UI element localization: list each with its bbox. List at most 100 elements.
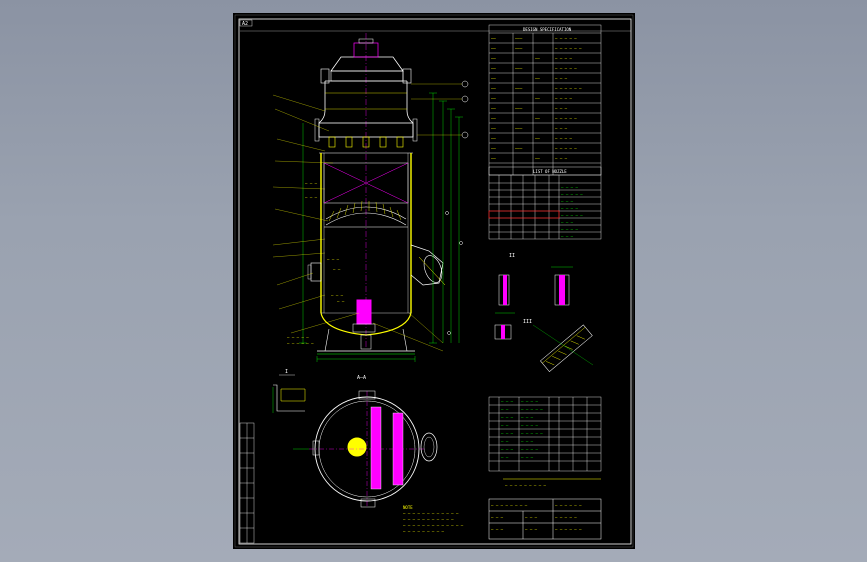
svg-text:— — — — — —: — — — — — — — [555, 503, 582, 508]
svg-text:— — —: — — — — [555, 76, 568, 81]
svg-text:— — — —: — — — — — [521, 399, 538, 404]
svg-text:— — —: — — — — [501, 447, 514, 452]
svg-text:— — —: — — — — [491, 527, 504, 532]
svg-text:——: —— — [535, 156, 540, 161]
svg-text:——: —— — [491, 86, 496, 91]
corner-tag-text: A2 — [242, 21, 248, 27]
leader-text: — — —— — — — — —— — — — —— — — — — — —— … — [287, 181, 345, 346]
detail-i-label: I — [285, 369, 288, 375]
svg-text:— —: — — — [501, 439, 509, 444]
svg-text:— — —: — — — — [555, 106, 568, 111]
svg-text:— —: — — — [501, 455, 509, 460]
svg-text:— — — —: — — — — — [561, 185, 578, 190]
cad-drawing: A2 — [234, 14, 634, 548]
svg-text:———: ——— — [515, 86, 523, 91]
svg-text:— — — — —: — — — — — — [555, 66, 577, 71]
nozzle-table — [488, 166, 602, 240]
detail-i: I — [272, 369, 306, 413]
notes-block: NOTE — — — — — — — — — — — — — — — — — —… — [403, 505, 464, 534]
svg-text:— — — —: — — — — — [555, 56, 572, 61]
detail-iii-label: III — [523, 319, 532, 325]
svg-text:— — — — — — — — — — — — —: — — — — — — — — — — — — — — [403, 523, 464, 528]
design-spec-title: DESIGN SPECIFICATION — [523, 27, 572, 32]
svg-text:——: —— — [491, 146, 496, 151]
svg-text:— — —: — — — — [555, 126, 568, 131]
svg-text:— — —: — — — — [501, 431, 514, 436]
svg-text:— — — — — —: — — — — — — — [287, 341, 314, 346]
svg-text:— — —: — — — — [525, 515, 538, 520]
svg-text:— — — — — — — —: — — — — — — — — — [491, 503, 528, 508]
svg-text:——: —— — [491, 36, 496, 41]
svg-text:— — —: — — — — [555, 156, 568, 161]
vessel-elevation — [307, 33, 446, 355]
svg-text:— — —: — — — — [561, 220, 574, 225]
svg-text:——: —— — [535, 96, 540, 101]
svg-text:———: ——— — [515, 36, 523, 41]
sheet-border — [238, 18, 632, 545]
svg-text:— — — —: — — — — — [561, 227, 578, 232]
detail-iii: III — [494, 319, 594, 372]
svg-text:— — — —: — — — — — [561, 206, 578, 211]
svg-text:— — — — —: — — — — — — [555, 116, 577, 121]
svg-text:— — — — — — — — —: — — — — — — — — — — [403, 529, 445, 534]
section-label: A—A — [357, 375, 366, 381]
svg-text:— — — — —: — — — — — — [555, 146, 577, 151]
svg-text:— — — — — — — — — — — —: — — — — — — — — — — — — — [403, 511, 459, 516]
svg-text:— — —: — — — — [491, 515, 504, 520]
svg-text:— — — — —: — — — — — — [521, 431, 543, 436]
title-block — [488, 478, 602, 540]
svg-text:— — —: — — — — [521, 415, 534, 420]
parts-list-table — [488, 396, 602, 472]
leader-lines — [272, 94, 444, 352]
svg-text:— — — — —: — — — — — — [287, 335, 309, 340]
svg-text:——: —— — [491, 76, 496, 81]
svg-text:— —: — — — [501, 407, 509, 412]
detail-ii: II — [495, 253, 573, 314]
svg-text:— —: — — — [501, 423, 509, 428]
svg-text:——: —— — [491, 126, 496, 131]
nozzle-markers — [411, 80, 469, 335]
title-block-text: — — — — — — — — — — — — — — — — — — — — —… — [491, 483, 582, 532]
svg-text:——: —— — [491, 46, 496, 51]
svg-text:———: ——— — [515, 106, 523, 111]
svg-text:——: —— — [535, 116, 540, 121]
svg-text:— — — — —: — — — — — — [561, 213, 583, 218]
svg-text:— — — — — —: — — — — — — — [555, 527, 582, 532]
svg-text:——: —— — [491, 136, 496, 141]
svg-text:— — — — — — — — — — —: — — — — — — — — — — — — [403, 517, 454, 522]
svg-text:— — — —: — — — — — [555, 136, 572, 141]
svg-text:———: ——— — [515, 126, 523, 131]
svg-text:— — —: — — — — [521, 455, 534, 460]
svg-text:— —: — — — [337, 299, 345, 304]
section-plan: A—A — [293, 375, 438, 508]
svg-text:— — — —: — — — — — [521, 447, 538, 452]
dimension-lines — [299, 92, 463, 362]
svg-text:— — — — —: — — — — — — [521, 407, 543, 412]
svg-text:——: —— — [491, 66, 496, 71]
svg-text:— — —: — — — — [561, 234, 574, 239]
svg-text:— — —: — — — — [305, 181, 318, 186]
svg-text:— — — — — — — — —: — — — — — — — — — — [505, 483, 547, 488]
nozzle-cells: — — — — — — — — — — — — — — — — — — — — — —… — [561, 185, 583, 239]
highlighted-row — [488, 210, 560, 219]
svg-text:— — —: — — — — [331, 293, 344, 298]
svg-text:— — — —: — — — — — [521, 423, 538, 428]
notes-title: NOTE — [403, 505, 413, 510]
svg-text:— — — — —: — — — — — — [555, 36, 577, 41]
detail-ii-label: II — [509, 253, 515, 259]
svg-text:——: —— — [491, 116, 496, 121]
svg-text:——: —— — [491, 96, 496, 101]
design-spec-table — [488, 24, 602, 176]
svg-text:——: —— — [535, 136, 540, 141]
svg-text:— — — — —: — — — — — — [561, 192, 583, 197]
svg-text:———: ——— — [515, 66, 523, 71]
svg-text:— — — — — —: — — — — — — — [555, 86, 582, 91]
svg-text:— — —: — — — — [305, 195, 318, 200]
parts-list-cells: — — — — — — — — — — — — — — — — — — — — — —… — [501, 399, 543, 460]
svg-text:— — —: — — — — [501, 399, 514, 404]
svg-text:——: —— — [535, 76, 540, 81]
svg-text:——: —— — [491, 156, 496, 161]
svg-text:——: —— — [491, 56, 496, 61]
svg-text:— — —: — — — — [561, 199, 574, 204]
svg-text:— — —: — — — — [525, 527, 538, 532]
